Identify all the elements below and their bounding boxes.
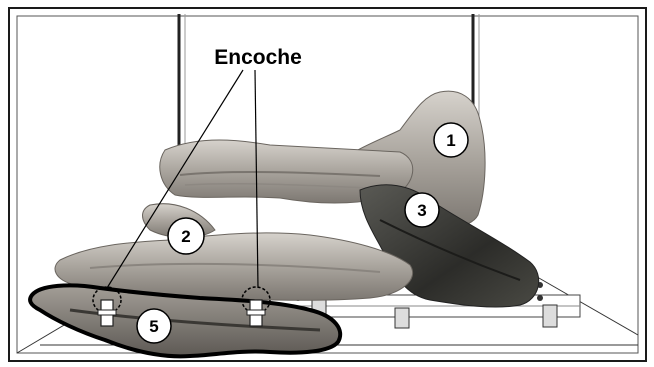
marker-3: 3 [405,193,439,227]
marker-5-label: 5 [149,317,158,336]
marker-2-label: 2 [181,227,190,246]
marker-1-label: 1 [446,131,455,150]
encoche-label: Encoche [214,46,302,69]
marker-3-label: 3 [417,201,426,220]
marker-1: 1 [434,123,468,157]
marker-2: 2 [168,218,204,254]
marker-5: 5 [137,309,171,343]
